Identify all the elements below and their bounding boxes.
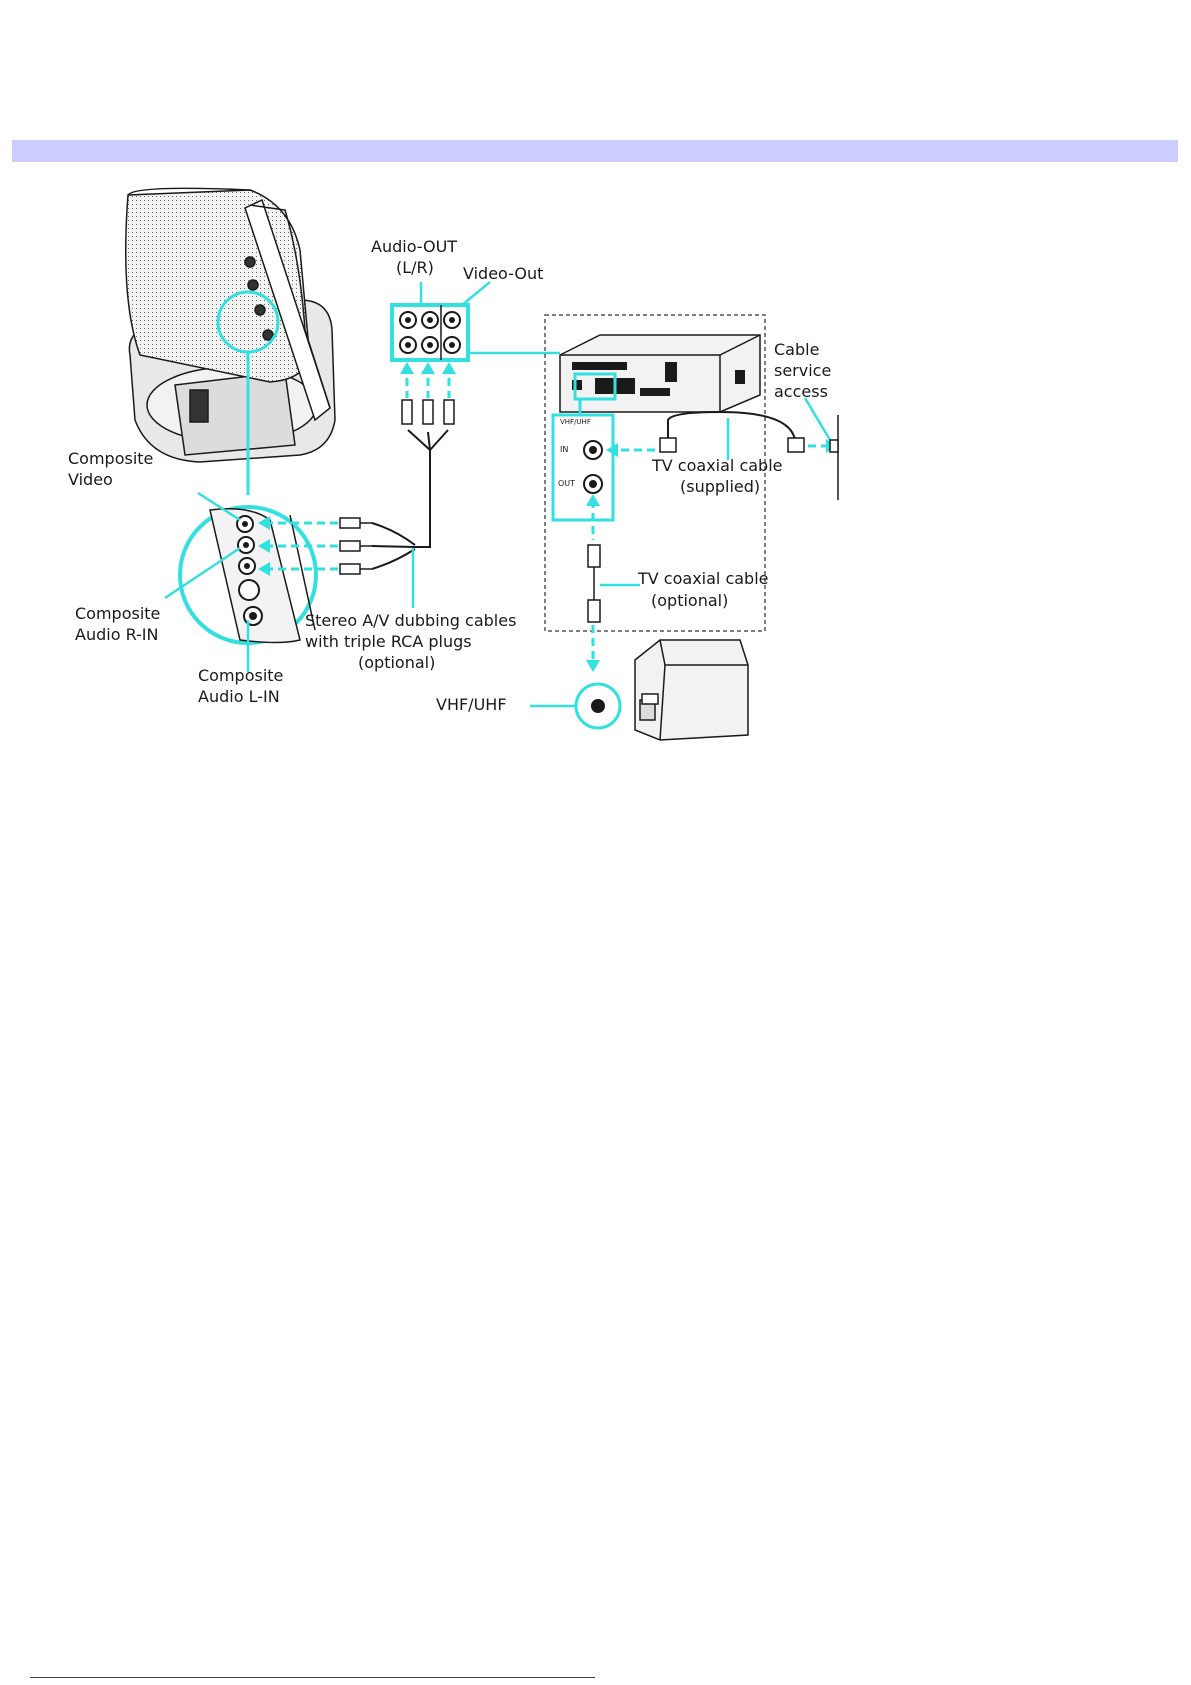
label-stereo-av-3: (optional) — [358, 652, 435, 673]
label-composite-audio-r-1: Composite — [75, 603, 160, 624]
label-cable-2: service — [774, 360, 831, 381]
label-audio-out: Audio-OUT — [371, 236, 457, 257]
av-out-jack-block — [392, 305, 468, 360]
wall-jack-icon — [830, 415, 838, 500]
label-composite-video-1: Composite — [68, 448, 153, 469]
label-cable-1: Cable — [774, 339, 819, 360]
footer-rule — [30, 1677, 595, 1678]
label-composite-audio-r-2: Audio R-IN — [75, 624, 159, 645]
label-composite-audio-l-1: Composite — [198, 665, 283, 686]
label-composite-audio-l-2: Audio L-IN — [198, 686, 280, 707]
tv-icon — [635, 640, 748, 740]
label-stereo-av-1: Stereo A/V dubbing cables — [305, 610, 516, 631]
label-stereo-av-2: with triple RCA plugs — [305, 631, 472, 652]
label-tv-coax-supplied-1: TV coaxial cable — [652, 455, 783, 476]
label-composite-video-2: Video — [68, 469, 113, 490]
vcr-panel-in: IN — [560, 445, 568, 455]
label-audio-out-lr: (L/R) — [396, 257, 434, 278]
computer-icon — [126, 188, 335, 462]
vcr-panel-out: OUT — [558, 479, 575, 489]
vcr-panel-vhf-uhf: VHF/UHF — [560, 418, 591, 427]
label-tv-coax-supplied-2: (supplied) — [680, 476, 760, 497]
vcr-antenna-panel — [553, 415, 613, 520]
rca-plug-icon — [340, 518, 372, 574]
label-vhf-uhf: VHF/UHF — [436, 694, 507, 715]
label-tv-coax-optional-2: (optional) — [651, 590, 728, 611]
label-video-out: Video-Out — [463, 263, 543, 284]
label-cable-3: access — [774, 381, 828, 402]
label-tv-coax-optional-1: TV coaxial cable — [638, 568, 769, 589]
